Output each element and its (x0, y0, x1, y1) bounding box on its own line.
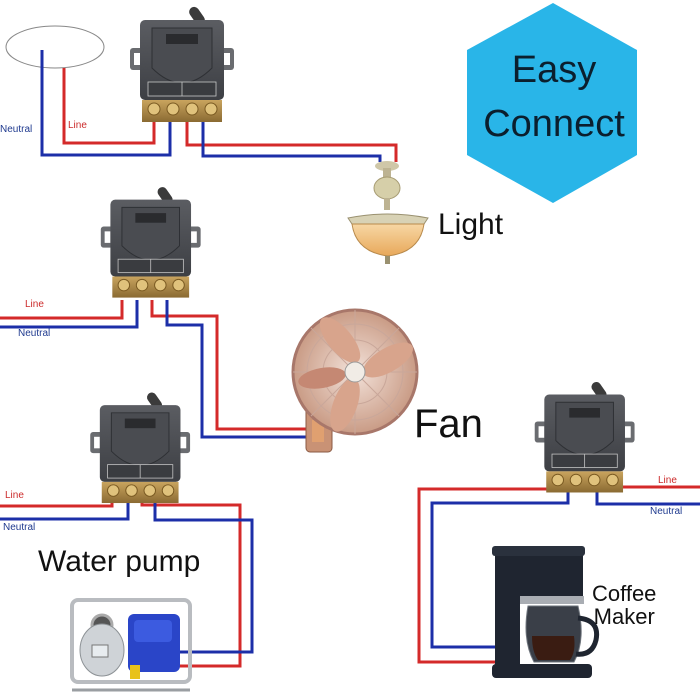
easy-connect-badge (467, 3, 637, 203)
line-label-coffee-maker: Line (658, 475, 677, 486)
neutral-label-coffee-maker: Neutral (650, 506, 683, 517)
badge-line-2: Connect (483, 102, 625, 145)
water-pump-icon (70, 598, 192, 692)
relay-module-fan (100, 184, 202, 299)
relay-module-coffee-maker (534, 379, 636, 493)
line-label-water-pump: Line (5, 490, 24, 501)
relay-module-light (129, 4, 235, 123)
circuit-water-pump-wires (0, 492, 254, 668)
wall-fan-icon (291, 308, 419, 453)
badge-line-1: Easy (511, 49, 597, 91)
badge-text: Easy Connect (464, 44, 644, 152)
coffee-maker-icon (492, 546, 600, 678)
device-label-light: Light (438, 208, 504, 241)
device-label-coffee-maker: Coffee Maker (592, 582, 656, 628)
device-label-water-pump: Water pump (38, 545, 201, 578)
power-source-ellipse (5, 25, 105, 69)
chandelier-icon (347, 161, 429, 264)
device-label-coffee-line-2: Maker (593, 604, 655, 630)
device-label-fan: Fan (414, 402, 483, 446)
device-label-coffee-line-1: Coffee (592, 581, 657, 606)
neutral-label-fan: Neutral (18, 328, 51, 339)
line-label-light: Line (68, 120, 87, 131)
circuit-fan-wires (0, 300, 308, 439)
relay-module-water-pump (89, 390, 191, 504)
neutral-label-light: Neutral (0, 124, 33, 135)
neutral-label-water-pump: Neutral (3, 522, 36, 533)
circuit-light-wires (40, 50, 398, 162)
line-label-fan: Line (25, 299, 44, 310)
